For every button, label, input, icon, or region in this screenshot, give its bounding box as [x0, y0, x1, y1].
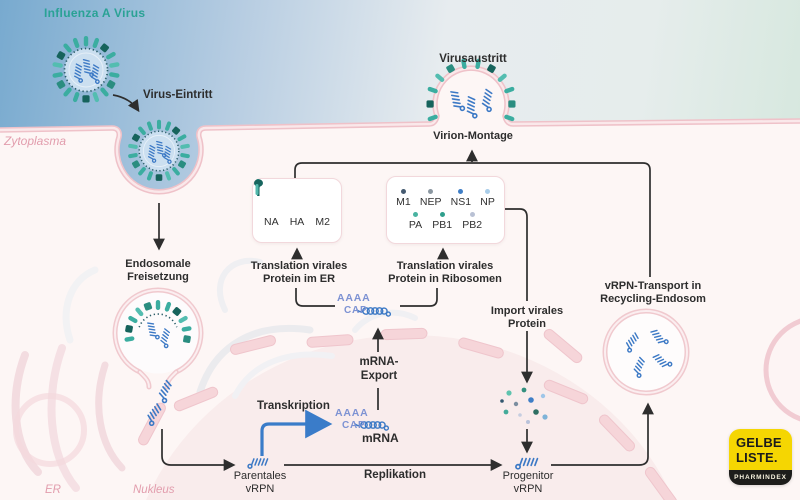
protein-name: PB2: [462, 219, 483, 231]
logo-line1: GELBE: [736, 435, 782, 450]
replication-label: Replikation: [364, 469, 426, 481]
m2-protein-icon: [255, 184, 259, 195]
virion-assembly-label: Virion-Montage: [433, 130, 513, 142]
gelbe-liste-logo: GELBE LISTE. PHARMINDEX: [729, 429, 792, 486]
protein-name: HA: [289, 215, 305, 228]
protein-dot: [412, 212, 418, 217]
protein-dot: [400, 189, 406, 194]
virus-exit-label: Virusaustritt: [439, 53, 507, 65]
nucleus-label: Nukleus: [133, 484, 175, 496]
mrna-split-left: [295, 288, 335, 307]
poly-a-tag: AAAA: [335, 407, 369, 419]
flow-arrows: [112, 94, 654, 471]
protein-name: M2: [315, 215, 330, 228]
budding-virus: [426, 58, 516, 122]
recycling-endosome: [602, 308, 690, 396]
nucleus-envelope: [138, 327, 678, 500]
progenitor-vrpn-label: Progenitor vRPN: [502, 470, 554, 495]
logo-top: GELBE LISTE.: [729, 429, 792, 471]
translation-ribosome-label: Translation virales Protein in Ribosomen: [388, 260, 502, 285]
protein-dot: [485, 189, 491, 194]
protein-name: PB1: [432, 219, 453, 231]
endosome: [112, 287, 204, 390]
cap-tag: CAP: [342, 420, 366, 431]
recycling-line: [551, 402, 654, 466]
viral-protein-dots: [500, 387, 548, 424]
transcription-arrow: [260, 409, 333, 456]
protein-dot: [428, 189, 434, 194]
protein-name: NA: [264, 215, 279, 228]
protein-import-line: [503, 208, 527, 381]
cap-tag: CAP: [344, 305, 368, 316]
transcription-label: Transkription: [257, 400, 330, 412]
protein-name: M1: [396, 196, 411, 208]
parental-vrnp-line: [161, 429, 236, 471]
endosomal-release-label: Endosomale Freisetzung: [125, 258, 191, 283]
protein-name: NP: [480, 196, 495, 208]
translation-er-label: Translation virales Protein im ER: [250, 260, 348, 285]
protein-name: NS1: [450, 196, 472, 208]
logo-subtitle: PHARMINDEX: [729, 470, 792, 486]
nucleus-region: [146, 335, 674, 500]
er-protein-box: NA HA M2: [252, 178, 342, 243]
ribosome-protein-box: M1 NEP NS1 NP PA PB1 PB2: [386, 176, 505, 244]
protein-name: NEP: [419, 196, 442, 208]
logo-line2: LISTE.: [736, 449, 778, 465]
plasma-membrane: [0, 65, 800, 195]
parental-vrpn-label: Parentales vRPN: [233, 470, 287, 495]
protein-import-label: Import virales Protein: [490, 305, 564, 330]
mrna-export-label: mRNA-Export: [359, 356, 399, 382]
virus-entry-arrow: [112, 94, 140, 113]
virus-entry-label: Virus-Eintritt: [143, 89, 213, 101]
cytoplasm-label: Zytoplasma: [4, 134, 67, 148]
mrna-split-right: [400, 288, 438, 307]
diagram-title: Influenza A Virus: [44, 6, 146, 20]
mrna-label: mRNA: [362, 431, 399, 445]
er-tubules: [11, 257, 800, 492]
vrpn-transport-label: vRPN-Transport in Recycling-Endosom: [600, 280, 706, 305]
protein-dot: [439, 212, 445, 217]
assembly-connector: [294, 162, 651, 277]
protein-dot: [458, 189, 464, 194]
protein-name: PA: [408, 219, 423, 231]
protein-dot: [469, 212, 475, 217]
poly-a-tag: AAAA: [337, 292, 371, 304]
er-label: ER: [45, 484, 61, 496]
